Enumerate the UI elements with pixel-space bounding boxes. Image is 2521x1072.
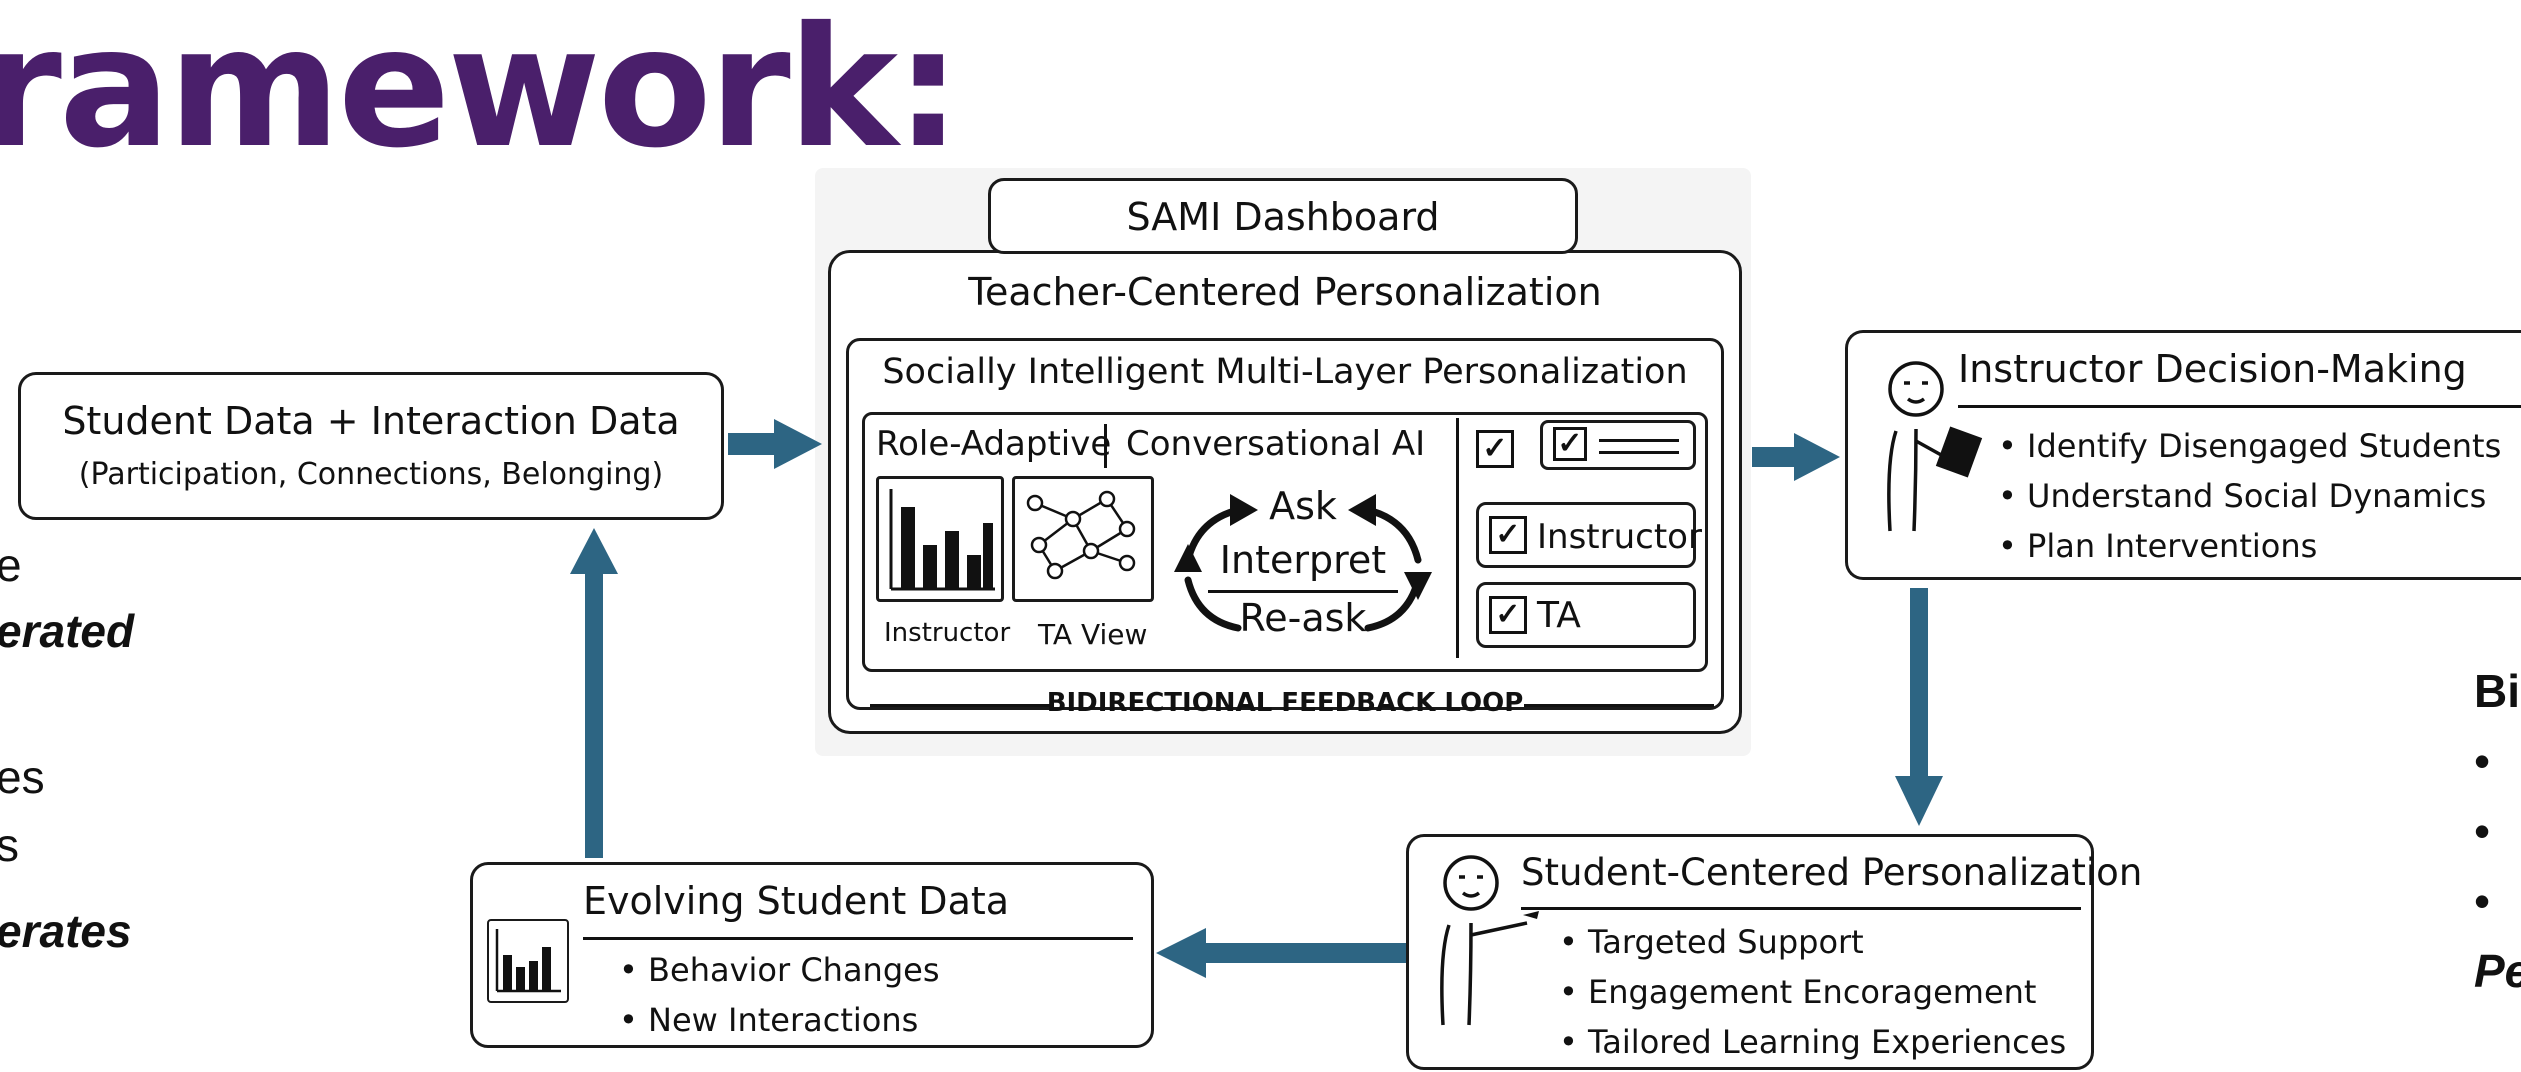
instructor-decision-list: Identify Disengaged Students Understand … — [1998, 421, 2501, 571]
bar-chart-icon — [889, 489, 995, 591]
feedback-line-right — [1524, 704, 1714, 707]
check-item: ✓ — [1476, 430, 1514, 468]
dashboard-tab-label: SAMI Dashboard — [1126, 195, 1440, 239]
list-item: Identify Disengaged Students — [1998, 421, 2501, 471]
line-placeholder — [1599, 451, 1679, 454]
list-item: Tailored Learning Experiences — [1559, 1017, 2066, 1067]
arrow-right-2-head — [1794, 433, 1840, 481]
evolving-chart-card — [487, 919, 569, 1003]
checkbox-icon: ✓ — [1553, 427, 1587, 461]
cycle-ask: Ask — [1269, 484, 1337, 528]
divider — [1104, 424, 1107, 468]
divider — [1208, 590, 1398, 593]
ta-view-label: TA View — [1038, 618, 1148, 651]
student-data-title: Student Data + Interaction Data — [62, 399, 680, 443]
check-instructor-label: Instructor — [1537, 517, 1702, 557]
cycle-arrows-icon — [1174, 494, 1432, 632]
student-data-subtitle: (Participation, Connections, Belonging) — [78, 457, 664, 492]
instructor-view-label: Instructor — [884, 618, 1011, 648]
student-figure-icon — [1440, 855, 1539, 1026]
check-ta-card: ✓ TA — [1476, 582, 1696, 648]
arrow-left-head — [1156, 928, 1206, 978]
right-text-fragment: Bi — [2474, 665, 2520, 717]
right-text-fragment: • — [2474, 805, 2491, 857]
check-instructor-card: ✓ Instructor — [1476, 502, 1702, 568]
arrow-right-1-head — [774, 419, 822, 469]
check-ta-label: TA — [1537, 595, 1581, 636]
evolving-data-box: Evolving Student Data Behavior Changes N… — [470, 862, 1154, 1048]
evolving-data-list: Behavior Changes New Interactions — [619, 945, 940, 1045]
checkbox-icon: ✓ — [1489, 516, 1527, 554]
student-data-box: Student Data + Interaction Data (Partici… — [18, 372, 724, 520]
inner-heading: Socially Intelligent Multi-Layer Persona… — [882, 352, 1688, 392]
arrow-right-1 — [728, 433, 776, 455]
check-card: ✓ — [1540, 420, 1696, 470]
list-item: Engagement Encoragement — [1559, 967, 2066, 1017]
right-text-fragment: Pe — [2474, 945, 2521, 997]
list-item: Understand Social Dynamics — [1998, 471, 2501, 521]
left-text-fragment: e — [0, 539, 22, 591]
title-underline — [1958, 405, 2521, 408]
checkbox-icon: ✓ — [1476, 430, 1514, 468]
feedback-line-left — [870, 704, 1050, 707]
slide-title: ramework: — [0, 0, 961, 185]
divider — [1456, 418, 1459, 658]
network-graph-icon — [1026, 490, 1136, 580]
ta-view-card — [1012, 476, 1154, 602]
left-text-fragment: es — [0, 751, 45, 803]
instructor-decision-title: Instructor Decision-Making — [1958, 347, 2467, 391]
title-underline — [1521, 907, 2081, 910]
list-item: Plan Interventions — [1998, 521, 2501, 571]
dashboard-heading: Teacher-Centered Personalization — [968, 270, 1602, 314]
role-adaptive-label: Role-Adaptive — [876, 424, 1112, 464]
evolving-data-title: Evolving Student Data — [583, 879, 1010, 923]
student-centered-list: Targeted Support Engagement Encoragement… — [1559, 917, 2066, 1067]
arrow-down — [1910, 588, 1928, 778]
arrow-down-head — [1895, 776, 1943, 826]
dashboard-tab: SAMI Dashboard — [988, 178, 1578, 254]
checkbox-icon: ✓ — [1489, 596, 1527, 634]
bar-chart-icon — [495, 929, 561, 993]
feedback-loop-label: BIDIRECTIONAL FEEDBACK LOOP — [1046, 688, 1524, 718]
student-centered-box: Student-Centered Personalization Targete… — [1406, 834, 2142, 1070]
list-item: Targeted Support — [1559, 917, 2066, 967]
list-item: Behavior Changes — [619, 945, 939, 995]
arrow-right-2 — [1752, 447, 1796, 467]
left-text-fragment: erated — [0, 605, 135, 657]
title-underline — [583, 937, 1133, 940]
line-placeholder — [1599, 439, 1679, 442]
arrow-up — [585, 572, 603, 858]
cycle-interpret: Interpret — [1219, 538, 1387, 582]
instructor-view-card — [876, 476, 1004, 602]
cycle-reask: Re-ask — [1239, 596, 1367, 640]
arrow-up-head — [570, 528, 618, 574]
conversational-ai-label: Conversational AI — [1126, 424, 1426, 464]
instructor-figure-icon — [1887, 361, 1983, 532]
left-text-fragment: s — [0, 819, 19, 871]
right-text-fragment: • — [2474, 735, 2491, 787]
instructor-decision-box: Instructor Decision-Making Identify Dise… — [1845, 330, 2521, 580]
right-text-fragment: • — [2474, 875, 2491, 927]
list-item: New Interactions — [619, 995, 940, 1045]
arrow-left — [1204, 943, 1414, 963]
left-text-fragment: erates — [0, 905, 132, 957]
student-centered-title: Student-Centered Personalization — [1521, 851, 2143, 894]
